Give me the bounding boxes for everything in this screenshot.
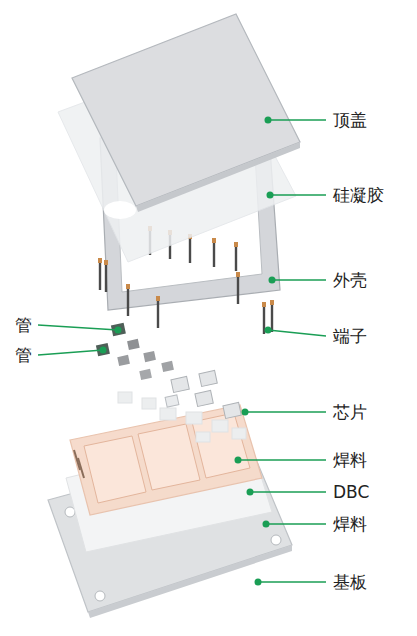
part-label: 芯片 (332, 402, 368, 422)
dbc-board (70, 405, 262, 515)
part-label: 顶盖 (332, 110, 368, 130)
leader-lines (38, 120, 326, 582)
part-label: 焊料 (332, 450, 368, 470)
part-label: 焊料 (332, 514, 368, 534)
part-label: 硅凝胶 (332, 185, 385, 205)
chips (96, 323, 241, 419)
part-label: 基板 (332, 572, 368, 592)
mount-hole (65, 507, 75, 517)
part-label: 管 (14, 315, 33, 335)
mount-hole (95, 591, 105, 601)
dbc-trace (138, 424, 200, 490)
mount-hole (271, 535, 281, 545)
base-plate-edge (88, 545, 292, 618)
part-label: DBC (332, 482, 370, 502)
leader-dots (100, 117, 276, 586)
part-label: 端子 (332, 326, 368, 346)
part-label: 外壳 (332, 270, 368, 290)
top-cover (72, 14, 300, 206)
gel-cutout (104, 201, 136, 219)
solder-pads (118, 392, 246, 442)
part-label: 管 (14, 345, 33, 365)
dbc-trace (84, 436, 146, 503)
top-cover-edge (136, 142, 300, 212)
dbc-pin (78, 458, 84, 478)
